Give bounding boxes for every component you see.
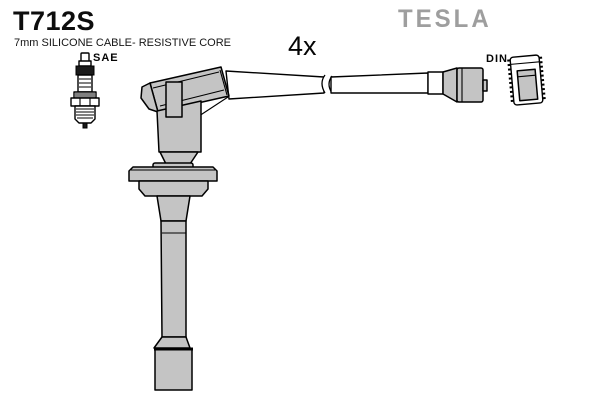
coil-terminal xyxy=(427,67,488,103)
spark-plug-icon xyxy=(70,52,100,129)
product-subtitle: 7mm SILICONE CABLE- RESISTIVE CORE xyxy=(14,37,231,49)
sae-label: SAE xyxy=(93,52,119,64)
product-code: T712S xyxy=(13,6,96,36)
spark-plug-boot xyxy=(128,66,230,391)
brand-logo: TESLA xyxy=(398,5,492,34)
din-socket-icon xyxy=(507,54,546,106)
quantity-label: 4x xyxy=(288,31,317,61)
din-label: DIN xyxy=(486,53,508,65)
ignition-cable xyxy=(225,70,429,100)
